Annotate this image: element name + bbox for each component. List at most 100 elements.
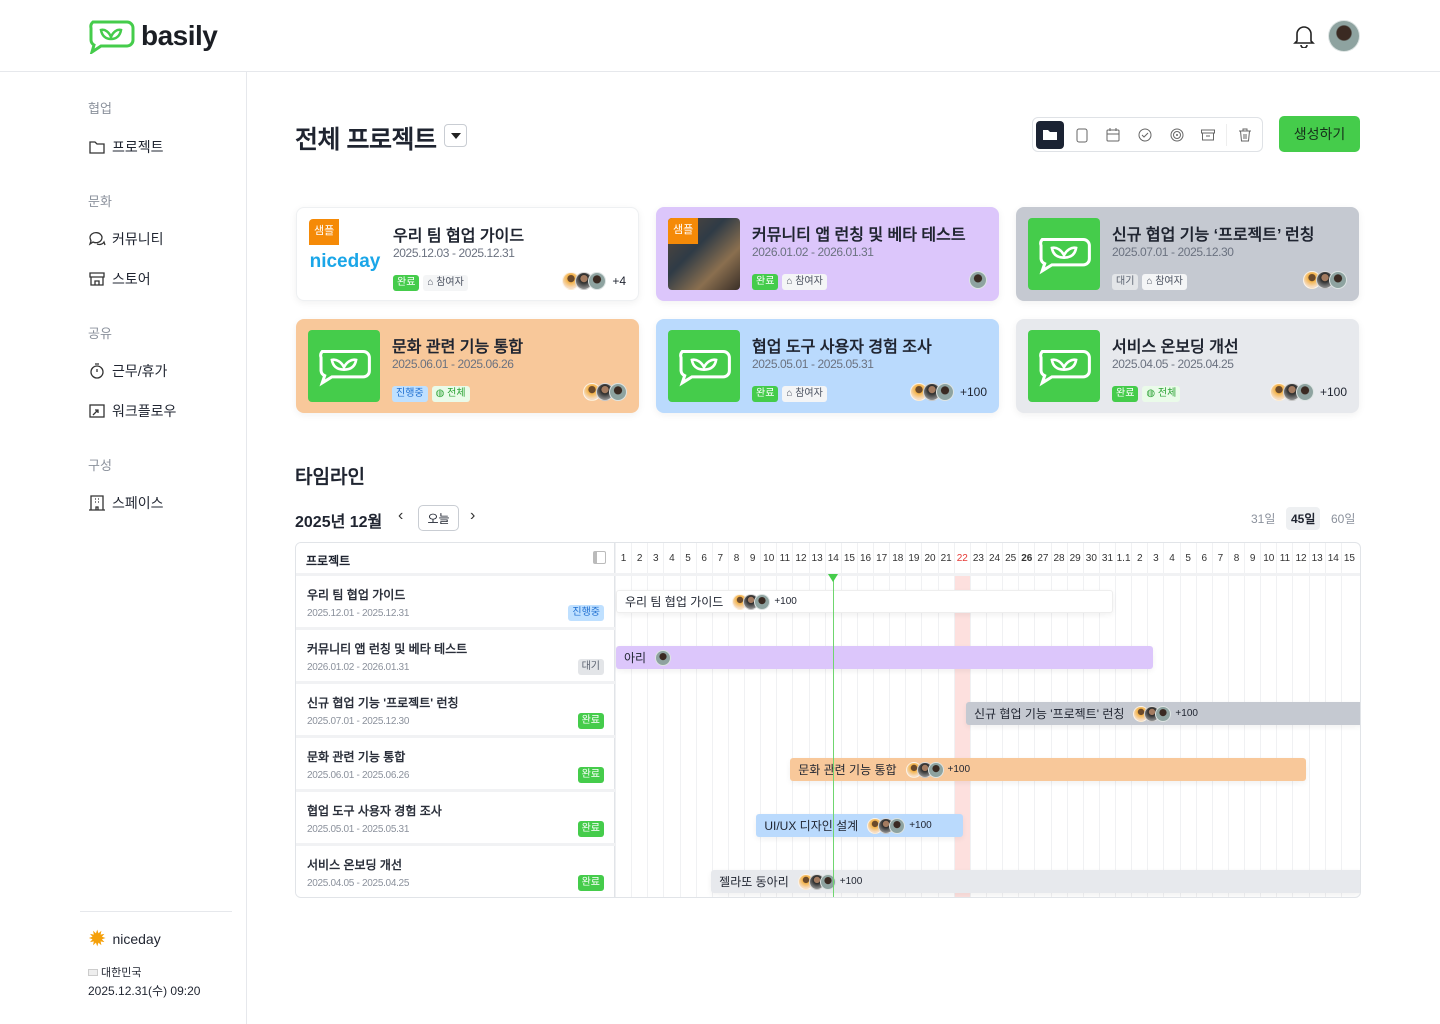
bell-icon[interactable] bbox=[1293, 24, 1315, 48]
trash-button[interactable] bbox=[1231, 121, 1259, 149]
member-avatars[interactable] bbox=[583, 383, 627, 401]
workspace-footer[interactable]: ✹ niceday 대한민국 2025.12.31(수) 09:20 bbox=[80, 911, 232, 1011]
timeline-bar[interactable]: 우리 팀 협업 가이드+100 bbox=[616, 590, 1113, 613]
project-column-header: 프로젝트 bbox=[306, 554, 351, 568]
sidebar-item-chat[interactable]: 커뮤니티 bbox=[88, 229, 164, 249]
day-column: 1 bbox=[615, 543, 631, 897]
day-column: 10 bbox=[760, 543, 776, 897]
clipboard-view-button[interactable] bbox=[1068, 121, 1096, 149]
range-45-button[interactable]: 45일 bbox=[1286, 507, 1321, 530]
avatar bbox=[754, 593, 771, 610]
day-column: 15 bbox=[840, 543, 857, 897]
project-tags: 완료◍ 전체 bbox=[1112, 386, 1181, 402]
project-dates: 2025.05.01 - 2025.05.31 bbox=[752, 357, 874, 371]
country: 대한민국 bbox=[101, 967, 142, 979]
member-avatars[interactable]: +4 bbox=[562, 272, 626, 290]
status-badge: 완료 bbox=[752, 386, 779, 402]
scope-label: 전체 bbox=[1157, 388, 1177, 399]
basily-logo[interactable]: basily bbox=[87, 18, 218, 54]
project-thumbnail bbox=[1028, 330, 1100, 402]
row-name: 문화 관련 기능 통합 bbox=[307, 750, 406, 764]
sidebar-item-folder[interactable]: 프로젝트 bbox=[88, 137, 164, 157]
target-view-button[interactable] bbox=[1163, 121, 1191, 149]
bar-avatars bbox=[867, 817, 906, 834]
scope-badge: ◍ 전체 bbox=[1142, 386, 1181, 402]
calendar-view-button[interactable] bbox=[1099, 121, 1127, 149]
bar-label: UI/UX 디자인 설계 bbox=[764, 819, 859, 833]
day-column: 3 bbox=[647, 543, 663, 897]
scope-badge: ⌂ 참여자 bbox=[782, 274, 827, 290]
sidebar-item-store[interactable]: 스토어 bbox=[88, 269, 151, 289]
stopwatch-icon bbox=[90, 363, 104, 379]
status-badge: 대기 bbox=[577, 659, 604, 675]
avatar bbox=[588, 272, 607, 290]
row-dates: 2025.04.05 - 2025.04.25 bbox=[307, 878, 410, 889]
range-31-button[interactable]: 31일 bbox=[1251, 512, 1276, 526]
today-button[interactable]: 오늘 bbox=[418, 505, 459, 531]
sidebar-item-stopwatch[interactable]: 근무/휴가 bbox=[88, 361, 167, 381]
project-thumbnail bbox=[308, 330, 380, 402]
korea-flag-icon bbox=[88, 968, 98, 976]
bar-label: 젤라또 동아리 bbox=[719, 875, 789, 889]
timeline-bar[interactable]: 젤라또 동아리+100 bbox=[711, 870, 1360, 893]
day-column: 9 bbox=[744, 543, 760, 897]
member-avatars[interactable]: +100 bbox=[909, 383, 987, 401]
timeline-bar[interactable]: 신규 협업 기능 '프로젝트' 런칭+100 bbox=[966, 702, 1360, 725]
sidebar-item-label: 스토어 bbox=[112, 271, 151, 287]
member-count: +100 bbox=[1175, 708, 1198, 719]
scope-label: 참여자 bbox=[795, 276, 823, 287]
day-column: 6 bbox=[695, 543, 712, 897]
sidebar-item-workflow[interactable]: 워크플로우 bbox=[88, 401, 176, 421]
lock-icon: ⌂ bbox=[786, 276, 796, 287]
sidebar-section-label: 문화 bbox=[88, 194, 112, 209]
avatar bbox=[935, 383, 954, 401]
member-count: +4 bbox=[612, 274, 626, 288]
sidebar-item-building[interactable]: 스페이스 bbox=[88, 493, 164, 513]
member-count: +100 bbox=[947, 764, 971, 775]
project-thumbnail bbox=[668, 330, 740, 402]
archive-view-button[interactable] bbox=[1195, 121, 1223, 149]
building-icon bbox=[89, 495, 105, 511]
user-avatar[interactable] bbox=[1328, 20, 1360, 52]
member-avatars[interactable] bbox=[1303, 271, 1347, 289]
timeline-bar[interactable]: 아리 bbox=[616, 646, 1154, 669]
avatar bbox=[819, 873, 836, 890]
project-dates: 2026.01.02 - 2026.01.31 bbox=[752, 245, 874, 259]
title-dropdown-button[interactable] bbox=[444, 124, 467, 147]
folder-view-button[interactable] bbox=[1036, 120, 1064, 149]
range-60-button[interactable]: 60일 bbox=[1331, 512, 1356, 526]
scope-badge: ⌂ 참여자 bbox=[423, 275, 468, 291]
project-dates: 2025.07.01 - 2025.12.30 bbox=[1112, 245, 1234, 259]
store-icon bbox=[89, 272, 105, 286]
create-button[interactable]: 생성하기 bbox=[1279, 116, 1360, 152]
status-badge: 완료 bbox=[752, 274, 779, 290]
check-view-button[interactable] bbox=[1131, 121, 1159, 149]
bar-label: 문화 관련 기능 통합 bbox=[798, 763, 897, 777]
project-tags: 완료⌂ 참여자 bbox=[752, 386, 827, 402]
collapse-panel-icon[interactable] bbox=[593, 551, 606, 564]
timeline-bar[interactable]: UI/UX 디자인 설계+100 bbox=[756, 814, 963, 837]
member-avatars[interactable]: +100 bbox=[1269, 383, 1347, 401]
prev-month-button[interactable]: ‹ bbox=[398, 507, 404, 524]
next-month-button[interactable]: › bbox=[470, 507, 476, 524]
scope-label: 참여자 bbox=[1155, 276, 1183, 287]
status-badge: 완료 bbox=[577, 821, 604, 837]
timeline-bar[interactable]: 문화 관련 기능 통합 +100 bbox=[790, 758, 1307, 781]
sidebar-item-label: 프로젝트 bbox=[112, 139, 164, 155]
row-dates: 2026.01.02 - 2026.01.31 bbox=[307, 662, 410, 673]
sample-badge: 샘플 bbox=[309, 219, 340, 245]
member-avatars[interactable] bbox=[969, 271, 987, 289]
sidebar-section-label: 협업 bbox=[88, 101, 112, 116]
